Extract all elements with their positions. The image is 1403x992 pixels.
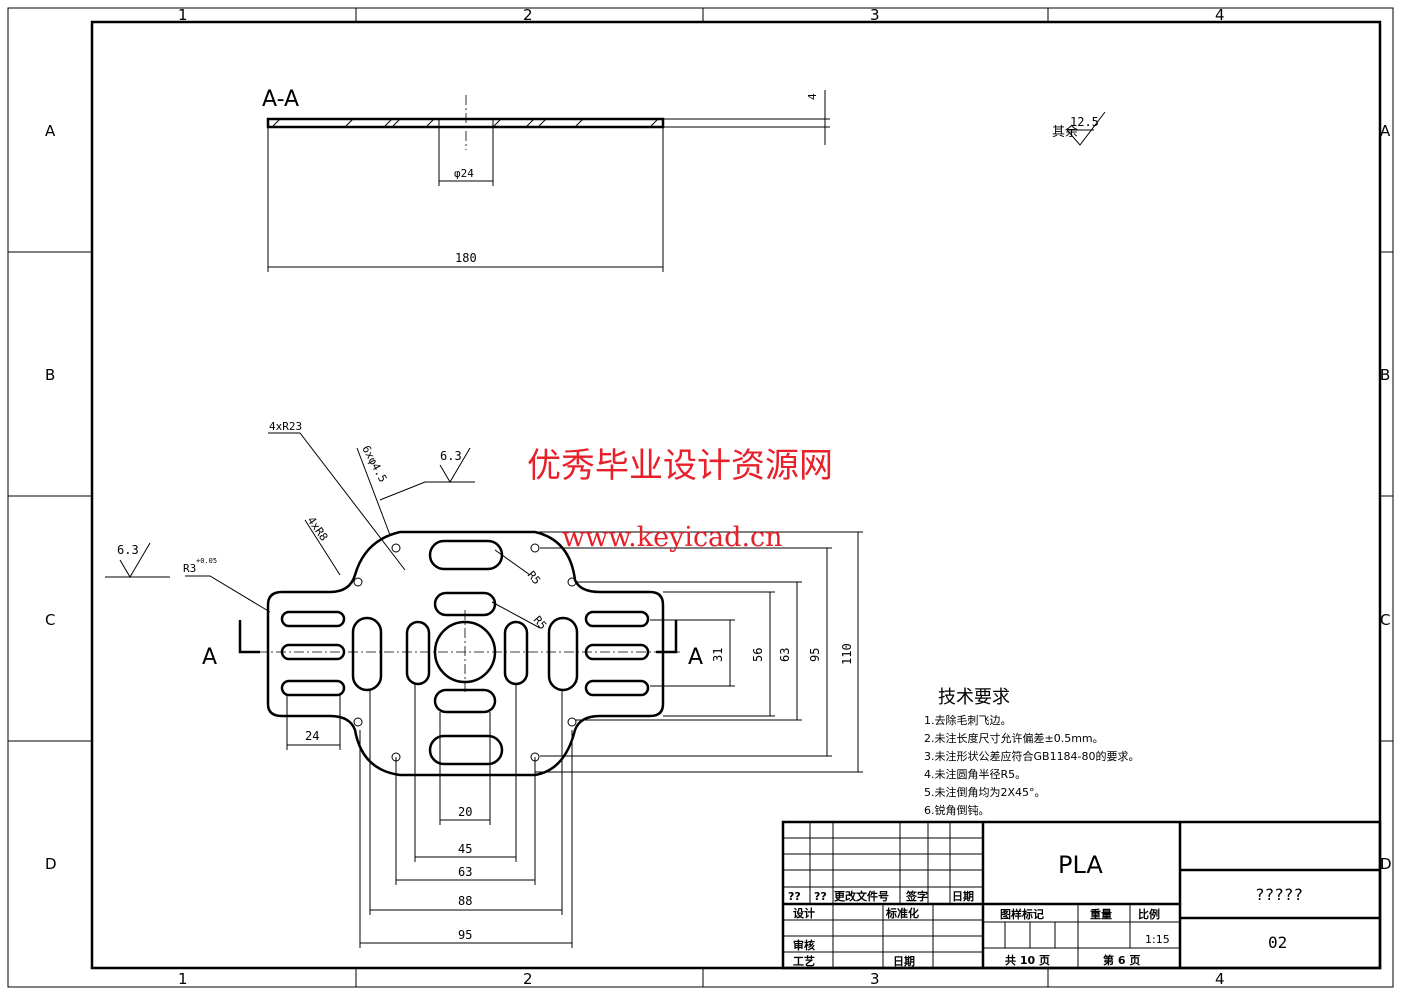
tech-item: 1.去除毛刺飞边。 xyxy=(924,713,1012,727)
watermark-title: 优秀毕业设计资源网 xyxy=(527,446,833,486)
callout-r3-tol: +0.05 xyxy=(196,557,217,565)
dim-h-95: 95 xyxy=(458,928,472,942)
zone-row-a: A xyxy=(45,122,56,140)
svg-text:12.5: 12.5 xyxy=(1070,115,1099,129)
rev-header: 日期 xyxy=(952,889,974,903)
watermark-url: www.keyicad.cn xyxy=(562,522,783,553)
svg-text:其余: 其余 xyxy=(1052,124,1078,140)
rev-header: ?? xyxy=(788,890,801,903)
zone-col-4-bottom: 4 xyxy=(1215,970,1225,988)
section-view: A-A φ24 180 4 xyxy=(262,87,830,272)
date-label: 日期 xyxy=(893,954,915,968)
dim-v-31: 31 xyxy=(711,648,725,662)
design-label: 设计 xyxy=(793,906,815,920)
review-label: 审核 xyxy=(793,938,815,952)
zone-dividers xyxy=(8,8,1393,987)
scale-value: 1:15 xyxy=(1145,933,1170,946)
plan-view: A A 31 56 63 95 110 20 45 63 88 xyxy=(105,420,863,948)
part-name: ????? xyxy=(1255,885,1303,904)
total-pages: 共 10 页 xyxy=(1005,953,1050,967)
rev-header: ?? xyxy=(814,890,827,903)
dim-v-95: 95 xyxy=(808,648,822,662)
tech-title: 技术要求 xyxy=(938,687,1010,708)
dim-v-63: 63 xyxy=(778,648,792,662)
weight-label: 重量 xyxy=(1090,907,1112,921)
process-label: 工艺 xyxy=(793,954,815,968)
dim-v-56: 56 xyxy=(751,648,765,662)
zone-col-1-bottom: 1 xyxy=(178,970,188,988)
title-block: ?? ?? 更改文件号 签字 日期 设计 标准化 审核 工艺 日期 图样标记 重… xyxy=(781,820,1382,970)
roughness-left: 6.3 xyxy=(117,543,139,557)
dim-thickness: 4 xyxy=(806,93,819,100)
tech-item: 6.锐角倒钝。 xyxy=(924,803,990,817)
dim-h-88: 88 xyxy=(458,894,472,908)
zone-row-b-right: B xyxy=(1380,366,1390,384)
dim-v-110: 110 xyxy=(840,643,854,665)
callout-holes: 6xφ4.5 xyxy=(359,443,389,484)
part-code: 02 xyxy=(1268,933,1287,952)
roughness-top: 6.3 xyxy=(440,449,462,463)
zone-row-d-right: D xyxy=(1380,855,1392,873)
callout-r5-a: R5 xyxy=(525,569,543,588)
section-mark-right: A xyxy=(688,645,703,670)
roughness-rest: 其余 12.5 xyxy=(1052,111,1106,146)
dim-h-20: 20 xyxy=(458,805,472,819)
callout-r3: R3 xyxy=(183,562,196,575)
technical-requirements: 技术要求 1.去除毛刺飞边。 2.未注长度尺寸允许偏差±0.5mm。 3.未注形… xyxy=(924,687,1140,817)
inner-border xyxy=(90,20,1382,970)
zone-col-2: 2 xyxy=(523,6,533,24)
section-label: A-A xyxy=(262,87,299,112)
callout-r8: 4xR8 xyxy=(305,514,331,543)
standard-label: 标准化 xyxy=(885,906,919,920)
tech-item: 2.未注长度尺寸允许偏差±0.5mm。 xyxy=(924,731,1104,745)
outer-border xyxy=(7,7,1394,988)
mark-label: 图样标记 xyxy=(1000,907,1044,921)
zone-row-c: C xyxy=(45,611,55,629)
dim-hole-diameter: φ24 xyxy=(454,167,474,180)
zone-col-4: 4 xyxy=(1215,6,1225,24)
zone-row-a-right: A xyxy=(1380,122,1391,140)
material: PLA xyxy=(1058,851,1103,879)
dim-length: 180 xyxy=(455,251,477,265)
dim-h-45: 45 xyxy=(458,842,472,856)
callout-r23: 4xR23 xyxy=(269,420,302,433)
zone-col-3-bottom: 3 xyxy=(870,970,880,988)
scale-label: 比例 xyxy=(1138,907,1160,921)
rev-header: 签字 xyxy=(905,889,928,903)
tech-item: 3.未注形状公差应符合GB1184-80的要求。 xyxy=(924,749,1140,763)
zone-col-1: 1 xyxy=(178,6,188,24)
section-mark-left: A xyxy=(202,645,217,670)
zone-labels: 1 2 3 4 1 2 3 4 A B C D A B C D xyxy=(45,6,1392,988)
callout-r5-b: R5 xyxy=(531,614,549,633)
zone-row-b: B xyxy=(45,366,55,384)
zone-col-3: 3 xyxy=(870,6,880,24)
dim-slot-24: 24 xyxy=(305,729,319,743)
dim-h-63: 63 xyxy=(458,865,472,879)
tech-item: 5.未注倒角均为2X45°。 xyxy=(924,785,1046,799)
zone-row-c-right: C xyxy=(1380,611,1390,629)
tech-item: 4.未注圆角半径R5。 xyxy=(924,767,1026,781)
zone-row-d: D xyxy=(45,855,57,873)
page-number: 第 6 页 xyxy=(1103,953,1140,967)
zone-col-2-bottom: 2 xyxy=(523,970,533,988)
rev-header: 更改文件号 xyxy=(834,889,889,903)
